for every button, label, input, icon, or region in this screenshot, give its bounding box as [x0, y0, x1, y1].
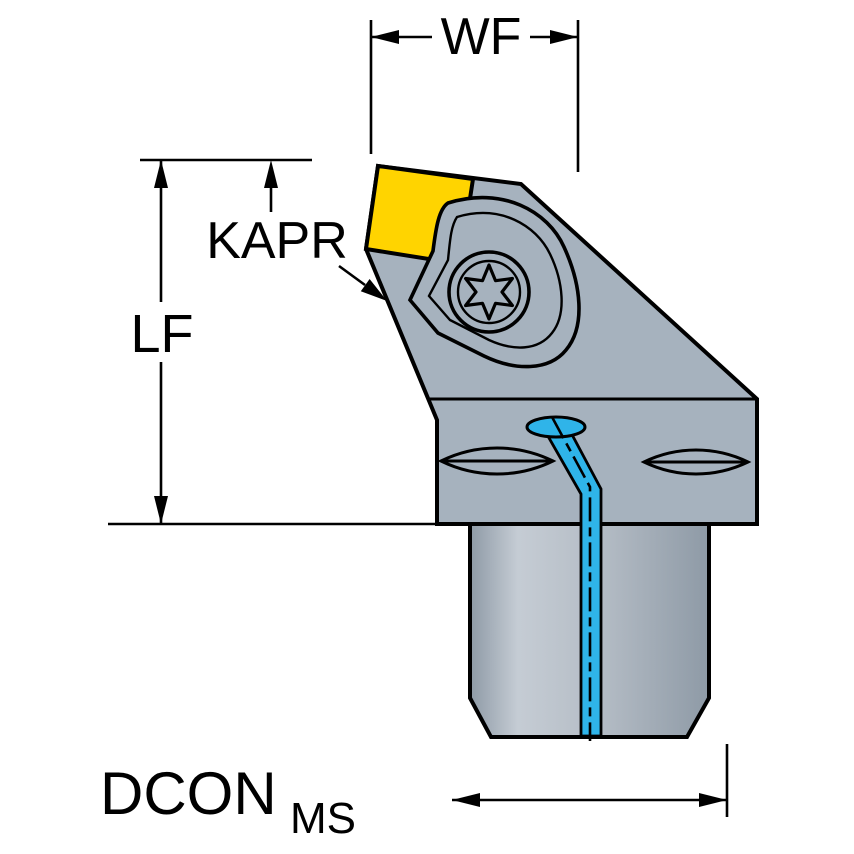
kapr-arrow-diag-line [338, 264, 366, 287]
kapr-arrowhead-diag [360, 279, 387, 301]
coolant-channel-group [525, 415, 603, 741]
kapr-annotation: KAPR [206, 160, 387, 301]
lf-dimension: LF [108, 158, 440, 526]
dcon-arrowhead-right [699, 793, 727, 807]
clamp-screw-boss [456, 259, 522, 325]
clamp-group [407, 195, 581, 369]
torx-screw-icon [464, 263, 515, 321]
insert-clamp [407, 195, 581, 369]
wf-dimension: WF [369, 8, 580, 172]
dcon-dimension: DCON MS [100, 744, 729, 843]
lf-arrowhead-up [154, 160, 168, 188]
wf-label: WF [441, 8, 522, 66]
dcon-subscript-label: MS [290, 794, 356, 843]
coolant-centerline [550, 416, 592, 741]
kapr-arrowhead-up [264, 160, 278, 188]
lf-arrowhead-down [154, 496, 168, 524]
dcon-arrowhead-left [452, 793, 480, 807]
wf-arrowhead-right [550, 30, 578, 44]
kapr-label: KAPR [206, 212, 348, 270]
wf-arrowhead-left [371, 30, 399, 44]
dcon-label: DCON [100, 760, 277, 827]
clamp-inner-contour [427, 211, 563, 349]
lf-label: LF [130, 304, 193, 364]
clamp-screw-head [447, 250, 531, 334]
